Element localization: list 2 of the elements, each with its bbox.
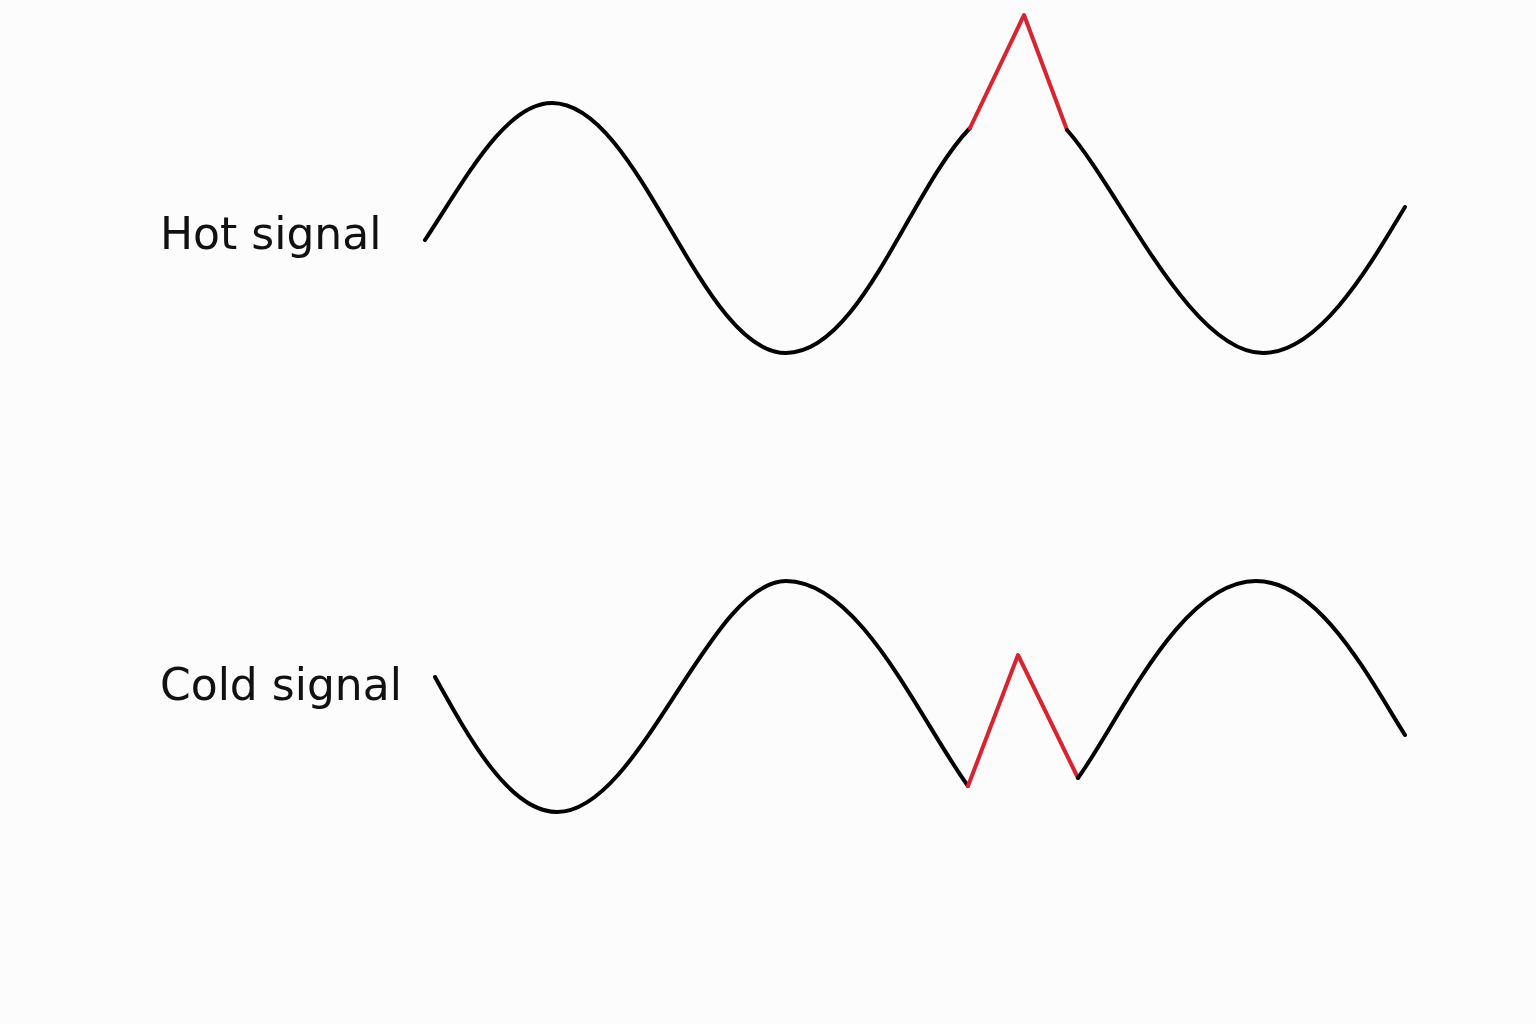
signal-label: Hot signal [160, 210, 382, 259]
signal-label: Cold signal [160, 661, 402, 710]
